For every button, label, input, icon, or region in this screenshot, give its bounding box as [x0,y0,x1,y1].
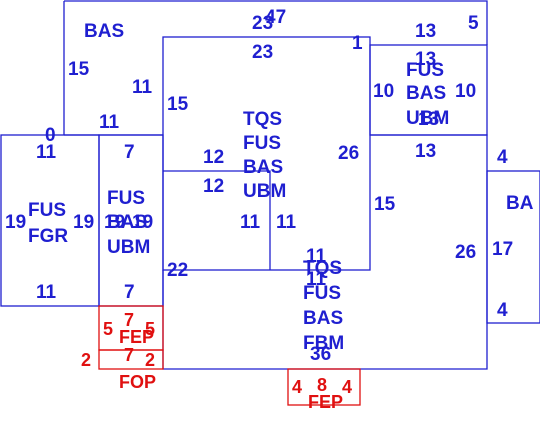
label-13-c: 13 [418,109,439,130]
label-bas-mid: BAS [107,212,147,233]
far-right-room-outline [486,170,540,324]
label-13-d: 13 [415,141,436,162]
label-5-top: 5 [468,13,479,34]
label-red-5-b: 5 [145,319,155,339]
label-7-b: 7 [124,282,135,303]
label-fep-1: FEP [119,327,154,347]
label-15-mid: 15 [167,94,189,115]
blue-labels: 47 23 23 5 13 BAS 15 11 1 13 FUS BAS 10 … [5,7,534,365]
label-red-2-b: 2 [145,350,155,370]
label-19-a: 19 [5,212,26,233]
label-fep-2: FEP [308,392,343,412]
label-ubm-center: UBM [243,181,286,202]
label-15-right: 15 [374,194,396,215]
label-ba-right: BA [506,193,534,214]
red-labels: FEP 7 5 5 2 7 2 FOP 4 8 4 FEP [81,310,352,412]
label-13-top: 13 [415,21,436,42]
label-11-d: 11 [240,212,261,233]
label-26-a: 26 [338,143,359,164]
fop-room-outline [98,349,164,370]
label-fus-right: FUS [406,60,444,81]
label-red-5-a: 5 [103,319,113,339]
label-fus-left: FUS [28,200,66,221]
inner-partition-outline [163,170,271,270]
label-19-b: 19 [73,212,94,233]
top-left-room-outline [63,0,488,135]
label-11-a: 11 [132,77,153,98]
label-15-left: 15 [68,59,90,80]
label-11-c: 11 [36,142,57,163]
label-12-a: 12 [203,147,224,168]
label-19-c: 19 [104,212,125,233]
label-23-top: 23 [252,13,273,34]
label-13-b: 13 [415,49,436,70]
label-12-b: 12 [203,176,224,197]
label-22: 22 [167,260,188,281]
label-36: 36 [310,344,331,365]
label-bas-bottom: BAS [303,308,343,329]
label-bas-top-left: BAS [84,21,124,42]
label-11-e: 11 [276,212,297,233]
label-red-7-b: 7 [124,345,134,365]
label-1: 1 [352,33,363,54]
label-red-7-a: 7 [124,310,134,330]
label-11-h: 11 [36,282,57,303]
fep-room-2-outline [287,368,361,406]
label-red-2-a: 2 [81,350,91,370]
label-17: 17 [492,239,513,260]
label-red-4-a: 4 [292,377,302,397]
label-fus-mid: FUS [107,188,145,209]
label-fop: FOP [119,372,156,392]
label-11-g: 11 [306,269,327,290]
label-fus-center: FUS [243,133,281,154]
label-bas-center: BAS [243,157,283,178]
label-bas-right: BAS [406,83,446,104]
label-tqs-center: TQS [243,109,282,130]
red-outlines [98,305,361,406]
blue-outlines [0,0,540,370]
label-11-b: 11 [99,112,120,133]
label-0: 0 [45,125,56,146]
label-red-8: 8 [317,375,327,395]
label-fbm-bottom: FBM [303,333,344,354]
label-fgr-left: FGR [28,226,68,247]
label-ubm-mid: UBM [107,237,150,258]
label-23-center: 23 [252,42,273,63]
label-10-b: 10 [455,81,476,102]
label-19-d: 19 [132,212,153,233]
label-4-b: 4 [497,300,508,321]
label-11-f: 11 [306,246,327,267]
label-7-a: 7 [124,142,135,163]
label-10-a: 10 [373,81,394,102]
label-4-a: 4 [497,147,508,168]
label-fus-bottom: FUS [303,283,341,304]
label-tqs-bottom: TQS [303,258,342,279]
label-26-b: 26 [455,242,476,263]
label-red-4-b: 4 [342,377,352,397]
label-ubm-right: UBM [406,108,449,129]
label-47: 47 [265,7,286,28]
